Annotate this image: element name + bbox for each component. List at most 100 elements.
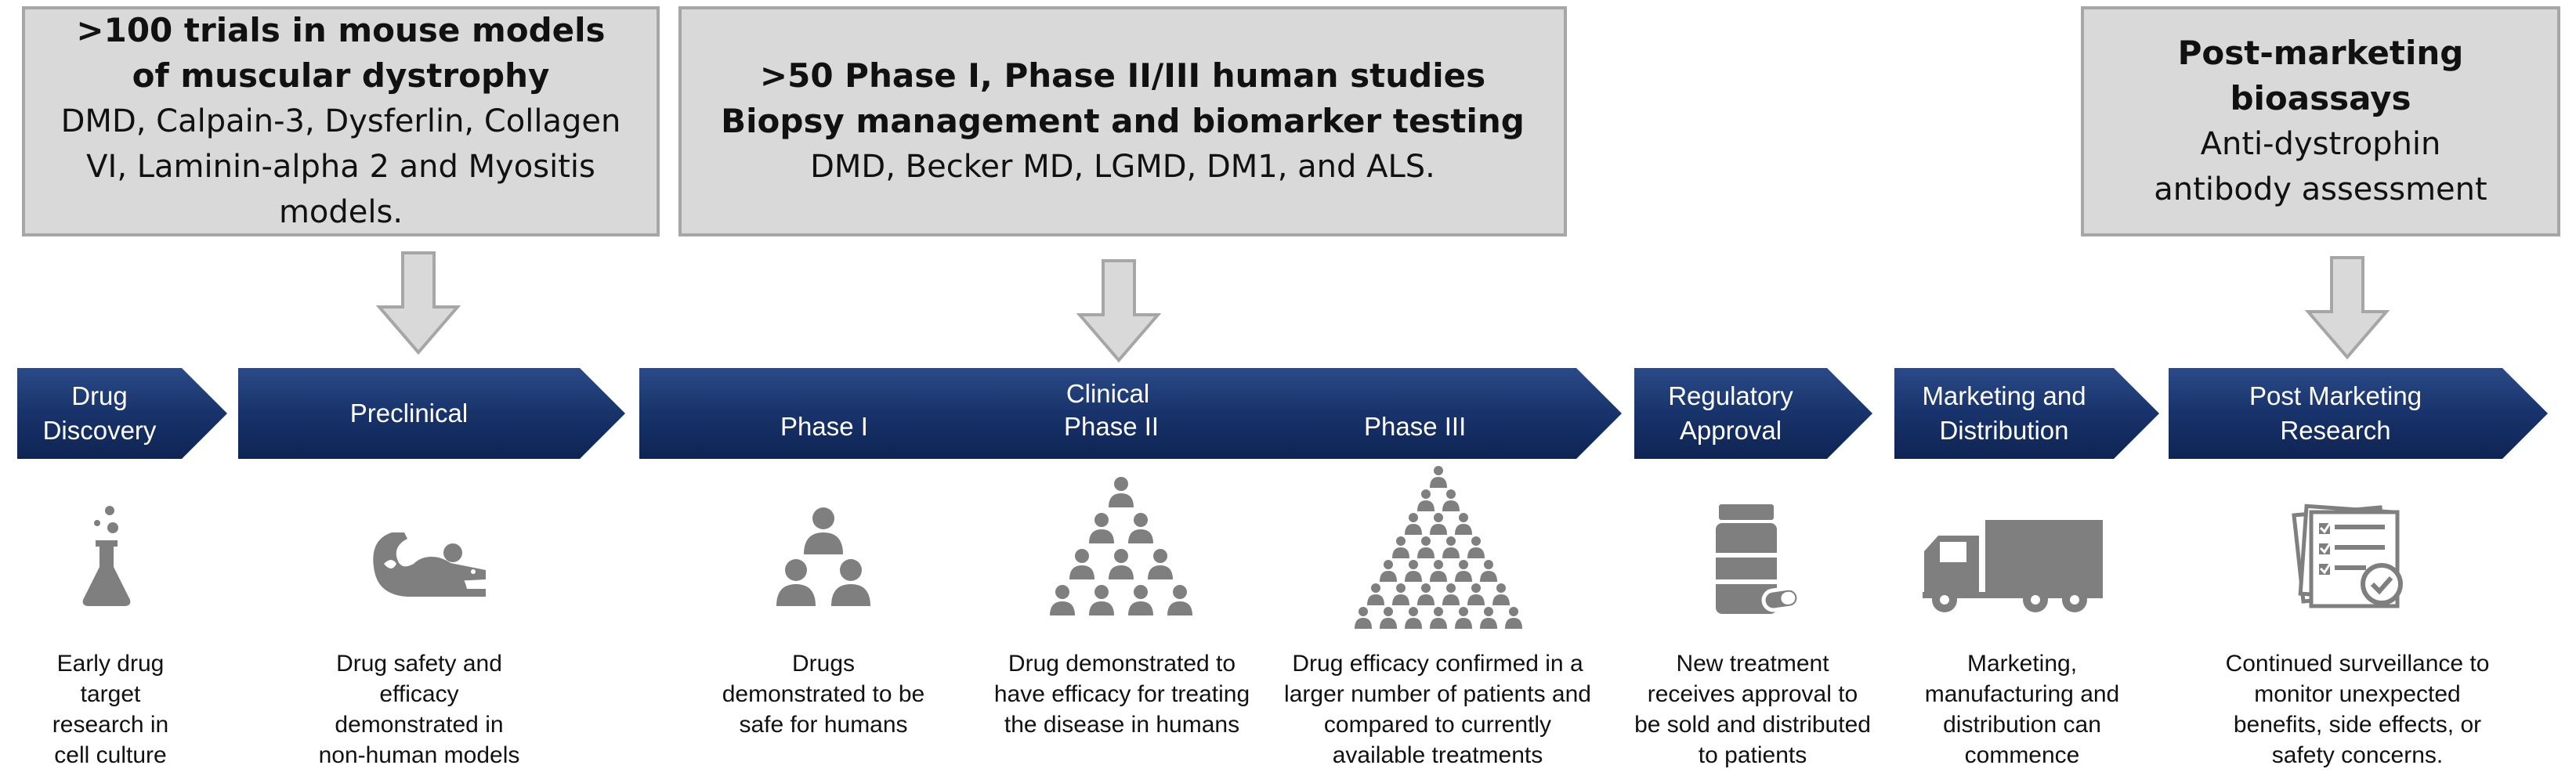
- person-body: [1355, 618, 1372, 629]
- person-body: [1467, 547, 1485, 558]
- person-body: [1455, 618, 1472, 629]
- stage-label-text: Post Marketing Research: [2249, 381, 2422, 445]
- stage-label-text: Drug Discovery: [42, 381, 157, 445]
- person-head: [1384, 560, 1393, 569]
- person-body: [1367, 594, 1384, 605]
- person-body: [1442, 500, 1460, 511]
- person-head: [1459, 513, 1468, 522]
- stage-label-text: Regulatory Approval: [1668, 381, 1793, 445]
- callout-mouse-title: >100 trials in mouse models of muscular …: [76, 11, 606, 95]
- down-arrow-icon: [2305, 256, 2390, 360]
- person-body: [1467, 594, 1485, 605]
- stage-phase3-label: Phase III: [1364, 412, 1467, 441]
- person-head: [1459, 607, 1468, 616]
- stage-regulatory-approval: Regulatory Approval: [1634, 368, 1872, 459]
- person-head: [1396, 536, 1406, 546]
- person-body: [1405, 618, 1422, 629]
- stage-clinical: Clinical Phase I Phase II Phase III: [639, 368, 1622, 459]
- person-body: [1492, 594, 1510, 605]
- desc-phase1: Drugs demonstrated to be safe for humans: [722, 651, 925, 738]
- pill-bottle-icon: [1716, 504, 1799, 614]
- person-body: [1417, 500, 1435, 511]
- person-head: [1421, 583, 1431, 593]
- person-head: [1471, 536, 1481, 546]
- person-head: [1446, 536, 1456, 546]
- stage-drug-discovery-label: Drug Discovery: [17, 368, 182, 459]
- person-body: [1417, 594, 1435, 605]
- desc-post-marketing: Continued surveillance to monitor unexpe…: [2225, 651, 2490, 768]
- person-head: [1409, 560, 1418, 569]
- person-head: [1421, 536, 1431, 546]
- person-body: [1480, 618, 1497, 629]
- person-head: [1484, 560, 1493, 569]
- person-head: [1459, 560, 1468, 569]
- person-body: [1455, 571, 1472, 582]
- stage-marketing-label: Marketing and Distribution: [1894, 368, 2114, 459]
- desc-phase3: Drug efficacy confirmed in a larger numb…: [1284, 651, 1591, 768]
- person-head: [1434, 560, 1443, 569]
- person-head: [1384, 607, 1393, 616]
- person-body: [1505, 618, 1522, 629]
- flask-icon: [82, 506, 131, 606]
- stage-drug-discovery: Drug Discovery: [17, 368, 227, 459]
- stage-phase2-label: Phase II: [1064, 412, 1160, 441]
- callout-mouse-body: DMD, Calpain-3, Dysferlin, Collagen VI, …: [60, 103, 621, 230]
- person-head: [1434, 607, 1443, 616]
- person-head: [1371, 583, 1380, 593]
- person-body: [1455, 524, 1472, 535]
- person-head: [1509, 607, 1518, 616]
- person-body: [1392, 594, 1409, 605]
- mouse-icon: [373, 532, 486, 597]
- person-body: [1430, 477, 1447, 488]
- stage-clinical-label: Clinical: [1065, 379, 1150, 408]
- person-head: [1409, 513, 1418, 522]
- truck-icon: [1923, 520, 2103, 612]
- person-head: [1359, 607, 1368, 616]
- person-body: [1392, 547, 1409, 558]
- desc-preclinical: Drug safety and efficacy demonstrated in…: [318, 651, 520, 768]
- desc-regulatory: New treatment receives approval to be so…: [1634, 651, 1871, 768]
- callout-human-title: >50 Phase I, Phase II/III human studies: [759, 56, 1486, 95]
- person-head: [1496, 583, 1506, 593]
- stage-regulatory-label: Regulatory Approval: [1634, 368, 1827, 459]
- people-small-group-icon: [776, 507, 870, 606]
- callout-human-subtitle: Biopsy management and biomarker testing: [721, 102, 1525, 140]
- stage-post-marketing-label: Post Marketing Research: [2169, 368, 2502, 459]
- desc-marketing: Marketing, manufacturing and distributio…: [1924, 651, 2120, 768]
- person-head: [1471, 583, 1481, 593]
- person-head: [1446, 583, 1456, 593]
- person-body: [1380, 571, 1397, 582]
- person-body: [1430, 618, 1447, 629]
- person-head: [1396, 583, 1406, 593]
- stage-marketing-distribution: Marketing and Distribution: [1894, 368, 2159, 459]
- person-body: [1480, 571, 1497, 582]
- person-body: [1430, 571, 1447, 582]
- checklist-documents-icon: [2292, 503, 2403, 608]
- person-head: [1446, 489, 1456, 499]
- person-body: [1417, 547, 1435, 558]
- person-body: [1430, 524, 1447, 535]
- people-medium-group-icon: [1050, 477, 1192, 615]
- person-body: [1442, 547, 1460, 558]
- desc-drug-discovery: Early drug target research in cell cultu…: [52, 651, 169, 768]
- callout-post-title: Post-marketing bioassays: [2177, 34, 2464, 117]
- stage-preclinical: Preclinical: [238, 368, 625, 459]
- stage-post-marketing-research: Post Marketing Research: [2169, 368, 2548, 459]
- stage-label-text: Marketing and Distribution: [1922, 381, 2086, 445]
- person-body: [1442, 594, 1460, 605]
- person-head: [1434, 466, 1443, 475]
- stage-label-text: Preclinical: [349, 399, 469, 428]
- person-head: [1434, 513, 1443, 522]
- person-body: [1380, 618, 1397, 629]
- callout-human-body: DMD, Becker MD, LGMD, DM1, and ALS.: [810, 149, 1435, 185]
- down-arrow-icon: [1076, 259, 1161, 363]
- stage-preclinical-label: Preclinical: [238, 368, 580, 459]
- people-large-group-icon: [1355, 466, 1522, 629]
- person-head: [1409, 607, 1418, 616]
- stage-phase1-label: Phase I: [780, 412, 868, 441]
- person-head: [1421, 489, 1431, 499]
- desc-phase2: Drug demonstrated to have efficacy for t…: [993, 651, 1250, 738]
- person-body: [1405, 524, 1422, 535]
- callout-post-marketing: Post-marketing bioassays Anti-dystrophin…: [2081, 6, 2560, 236]
- callout-mouse-trials: >100 trials in mouse models of muscular …: [22, 6, 660, 236]
